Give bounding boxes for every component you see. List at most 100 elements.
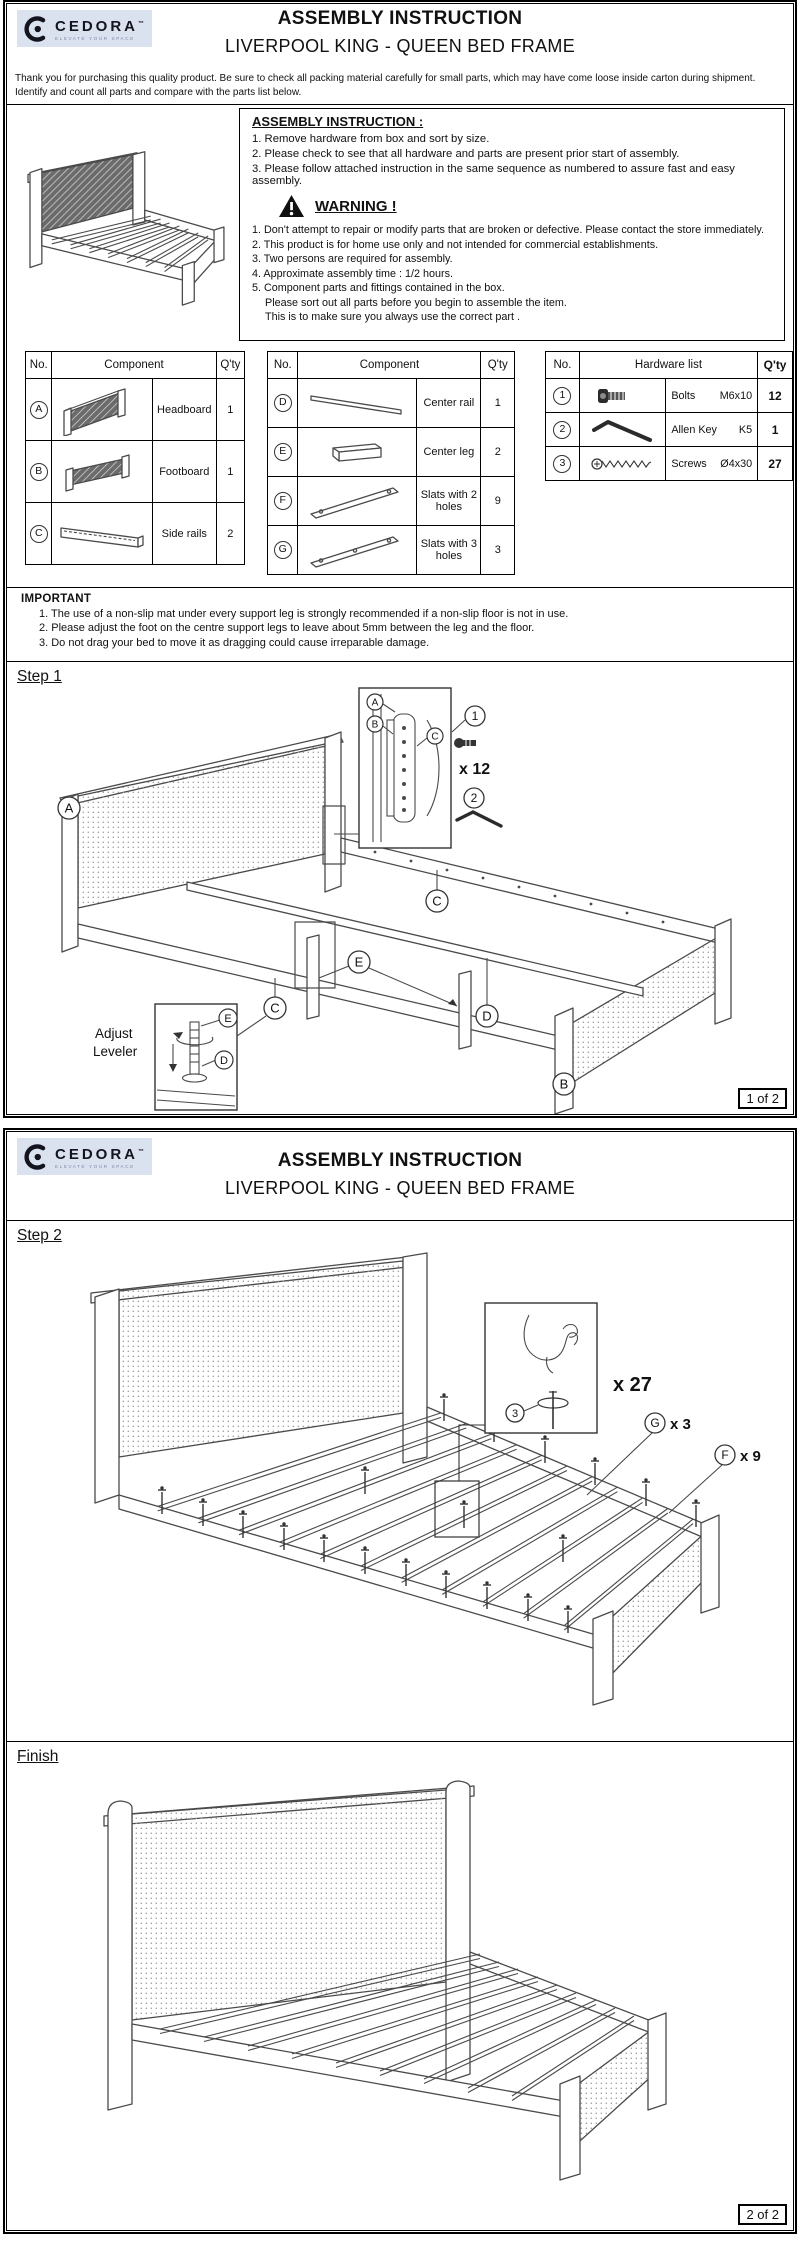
callout-g: G <box>650 1416 659 1430</box>
part-letter: C <box>29 524 48 543</box>
part-letter: F <box>273 492 292 510</box>
part-letter: G <box>273 541 292 559</box>
intro-text: Thank you for purchasing this quality pr… <box>15 73 756 98</box>
center-rail-icon <box>310 395 402 415</box>
footboard-icon <box>65 453 130 492</box>
hardware-qty: 1 <box>757 412 793 447</box>
callout-f: F <box>721 1448 728 1462</box>
col-no: No. <box>267 351 299 379</box>
table-row: E Center leg 2 <box>267 427 516 477</box>
col-no: No. <box>545 351 580 379</box>
part-name: Slats with 2 holes <box>416 476 482 526</box>
bed-thumbnail <box>7 105 239 345</box>
warning-item: 3. Two persons are required for assembly… <box>252 253 453 265</box>
section-divider <box>7 1741 793 1742</box>
bolt-icon <box>597 388 625 403</box>
page1-header: CEDORA™ ELEVATE YOUR SPACE ASSEMBLY INST… <box>7 4 793 66</box>
warning-item: 4. Approximate assembly time : 1/2 hours… <box>252 267 454 280</box>
slats <box>157 1412 694 1631</box>
hardware-size: M6x10 <box>719 389 753 402</box>
important-item: 3. Do not drag your bed to move it as dr… <box>39 636 430 649</box>
step2-title: Step 2 <box>17 1227 62 1244</box>
table-header-row: No. Hardware list Q'ty <box>545 351 793 379</box>
col-qty: Q'ty <box>215 351 246 379</box>
warning-item: 2. This product is for home use only and… <box>252 238 659 251</box>
step1-section: Step 1 <box>7 662 793 1114</box>
warning-title: WARNING ! <box>315 198 397 215</box>
part-qty: 1 <box>480 378 516 428</box>
section-divider <box>7 1220 793 1221</box>
parts-tables: No. Component Q'ty A Headboard 1 B Footb… <box>7 345 793 587</box>
brand-name: CEDORA <box>55 1145 139 1163</box>
brand-tm: ™ <box>138 20 145 27</box>
step1-hardware-callouts: 1 x 12 2 <box>451 705 503 828</box>
screwing-inset: 3 x 27 <box>434 1302 652 1538</box>
part-letter: E <box>273 443 292 461</box>
page-1: CEDORA™ ELEVATE YOUR SPACE ASSEMBLY INST… <box>3 0 797 1118</box>
part-name: Footboard <box>151 440 217 503</box>
side-rail-icon <box>60 526 144 548</box>
hardware-name: Allen Key <box>671 423 717 436</box>
table-header-row: No. Component Q'ty <box>24 351 246 379</box>
hardware-qty: 12 <box>757 378 793 413</box>
bolt-icon <box>454 738 476 748</box>
bolt-callout-number: 1 <box>472 709 479 723</box>
assembly-instruction-box: ASSEMBLY INSTRUCTION : 1. Remove hardwar… <box>239 108 785 341</box>
leveler-inset: E D Adjust Leveler <box>93 1003 267 1111</box>
g-qty-label: x 3 <box>670 1416 691 1433</box>
allen-key-icon <box>455 810 503 828</box>
col-qty: Q'ty <box>757 351 793 379</box>
allen-key-icon <box>591 419 652 442</box>
bed-thumbnail-drawing <box>27 151 225 306</box>
table-row: F Slats with 2 holes 9 <box>267 476 516 526</box>
step2-section: Step 2 <box>7 1221 793 1723</box>
hardware-name: Bolts <box>671 389 696 402</box>
hardware-size: Ø4x30 <box>720 457 753 470</box>
step1-part-callouts: A B C C D E <box>57 796 576 1096</box>
slats <box>159 1953 635 2101</box>
bracket-inset: A B C <box>334 687 452 849</box>
col-component: Component <box>51 351 217 379</box>
important-title: IMPORTANT <box>21 593 92 605</box>
col-hardware: Hardware list <box>578 351 759 379</box>
screw-callout-number: 3 <box>512 1408 518 1420</box>
callout-e: E <box>224 1013 231 1025</box>
hardware-number: 3 <box>553 454 572 473</box>
cedora-c-icon <box>24 1144 46 1170</box>
part-letter: A <box>29 400 48 419</box>
allen-callout-number: 2 <box>471 791 478 805</box>
callout-a: A <box>372 698 379 709</box>
hardware-number: 1 <box>553 386 572 405</box>
part-qty: 9 <box>480 476 516 526</box>
table-header-row: No. Component Q'ty <box>267 351 516 379</box>
section-divider <box>7 587 793 588</box>
doc-title: ASSEMBLY INSTRUCTION <box>277 8 523 29</box>
instruction-item: 2. Please check to see that all hardware… <box>252 148 680 160</box>
section-divider <box>7 661 793 662</box>
cedora-c-icon <box>24 16 46 42</box>
callout-a: A <box>65 801 74 816</box>
step1-diagram: A B C 1 x 12 2 A <box>57 687 732 1114</box>
brand-text: CEDORA™ ELEVATE YOUR SPACE <box>55 1146 144 1169</box>
section-divider <box>7 104 793 105</box>
hand-icon <box>523 1314 579 1374</box>
table-row: C Side rails 2 <box>24 502 246 565</box>
f-qty-label: x 9 <box>740 1448 761 1465</box>
part-qty: 1 <box>215 440 246 503</box>
finish-section: Finish <box>7 1742 793 2192</box>
page-marker: 2 of 2 <box>738 2204 787 2225</box>
callout-c: C <box>432 894 441 909</box>
components-table-1: No. Component Q'ty A Headboard 1 B Footb… <box>24 351 246 565</box>
brand-logo: CEDORA™ ELEVATE YOUR SPACE <box>17 1138 153 1175</box>
important-section: IMPORTANT 1. The use of a non-slip mat u… <box>7 588 793 661</box>
hardware-size: K5 <box>738 423 753 436</box>
important-item: 2. Please adjust the foot on the centre … <box>39 622 535 634</box>
part-letter: B <box>29 462 48 481</box>
part-qty: 2 <box>215 502 246 565</box>
warning-item: 1. Don't attempt to repair or modify par… <box>252 224 764 236</box>
brand-name: CEDORA <box>55 17 139 35</box>
table-row: D Center rail 1 <box>267 378 516 428</box>
finish-title: Finish <box>17 1748 59 1765</box>
col-component: Component <box>297 351 482 379</box>
